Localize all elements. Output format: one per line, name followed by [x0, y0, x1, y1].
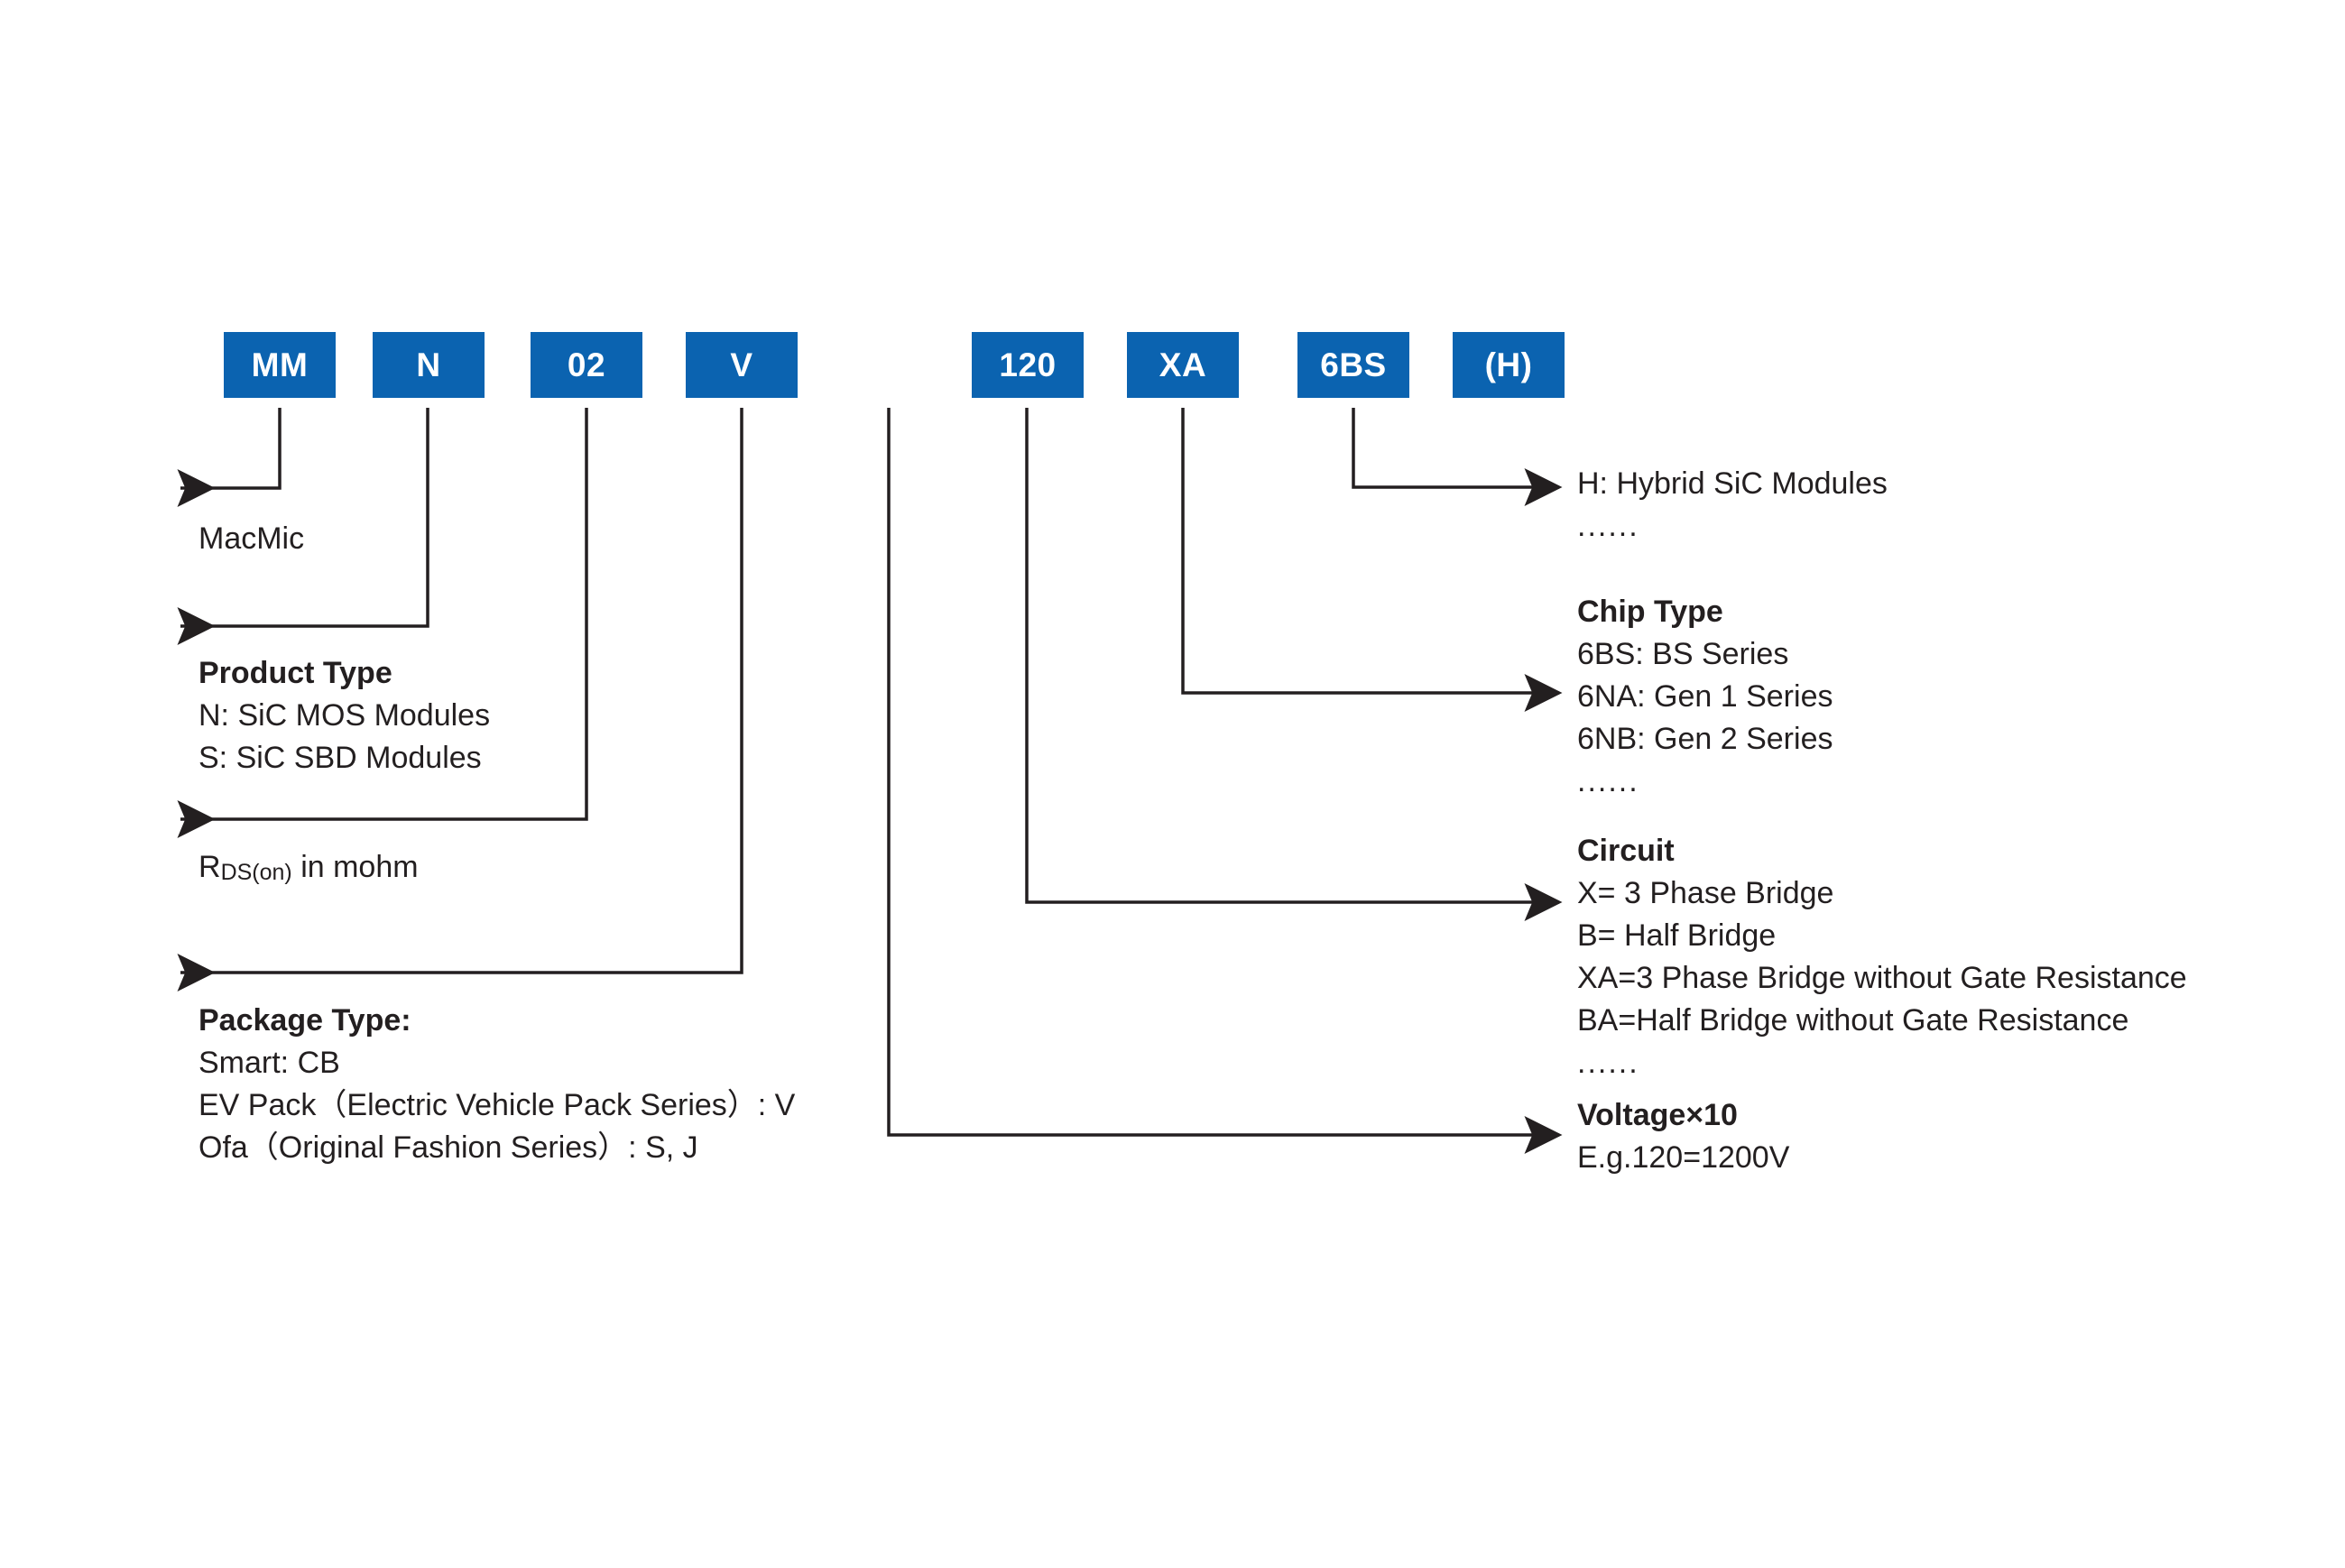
label-hybrid: H: Hybrid SiC Modules ...... [1577, 463, 1888, 548]
label-circuit-line-1: X= 3 Phase Bridge [1577, 876, 1834, 910]
code-box-xa-label: XA [1159, 346, 1207, 383]
connector-120 [887, 408, 1563, 1154]
label-voltage-line: E.g.120=1200V [1577, 1140, 1790, 1175]
label-chip-type: Chip Type 6BS: BS Series 6NA: Gen 1 Seri… [1577, 591, 1833, 803]
label-product-type-heading: Product Type [198, 656, 392, 690]
label-package-type: Package Type: Smart: CB EV Pack（Electric… [198, 1000, 795, 1169]
connector-mm [177, 408, 282, 507]
label-product-type: Product Type N: SiC MOS Modules S: SiC S… [198, 652, 490, 779]
label-voltage: Voltage×10 E.g.120=1200V [1577, 1094, 1789, 1179]
code-box-h[interactable]: (H) [1453, 332, 1565, 398]
label-package-type-heading: Package Type: [198, 1003, 411, 1038]
label-package-type-line-2: EV Pack（Electric Vehicle Pack Series）: V [198, 1088, 796, 1122]
label-hybrid-line: H: Hybrid SiC Modules [1577, 466, 1888, 501]
label-circuit-line-2: B= Half Bridge [1577, 918, 1777, 953]
connector-xa [1025, 408, 1563, 921]
label-chip-type-line-1: 6BS: BS Series [1577, 637, 1789, 671]
connector-n [177, 408, 429, 645]
label-circuit-line-4: BA=Half Bridge without Gate Resistance [1577, 1003, 2129, 1038]
label-circuit-heading: Circuit [1577, 834, 1675, 868]
label-package-type-line-1: Smart: CB [198, 1046, 340, 1080]
code-box-n-label: N [416, 346, 441, 383]
code-box-02-label: 02 [567, 346, 606, 383]
label-rds-on: RDS(on) in mohm [198, 846, 419, 891]
code-box-mm-label: MM [251, 346, 309, 383]
label-product-type-line-1: N: SiC MOS Modules [198, 698, 491, 733]
label-voltage-heading: Voltage×10 [1577, 1098, 1738, 1132]
code-box-mm[interactable]: MM [224, 332, 336, 398]
label-circuit-line-3: XA=3 Phase Bridge without Gate Resistanc… [1577, 961, 2187, 995]
label-chip-type-line-2: 6NA: Gen 1 Series [1577, 679, 1833, 714]
label-brand: MacMic [198, 518, 304, 560]
label-rds-on-prefix: R [198, 850, 221, 884]
connector-6bs [1181, 408, 1563, 712]
label-product-type-line-2: S: SiC SBD Modules [198, 741, 482, 775]
code-box-n[interactable]: N [373, 332, 485, 398]
connector-h [1352, 408, 1563, 506]
label-circuit: Circuit X= 3 Phase Bridge B= Half Bridge… [1577, 830, 2187, 1084]
label-hybrid-ellipsis: ...... [1577, 509, 1639, 543]
code-box-v-label: V [730, 346, 753, 383]
label-chip-type-ellipsis: ...... [1577, 764, 1639, 798]
code-box-02[interactable]: 02 [531, 332, 642, 398]
label-brand-line: MacMic [198, 521, 305, 556]
code-box-xa[interactable]: XA [1127, 332, 1239, 398]
code-box-6bs[interactable]: 6BS [1297, 332, 1409, 398]
label-rds-on-suffix: in mohm [291, 850, 419, 884]
code-box-h-label: (H) [1484, 346, 1533, 383]
label-rds-on-subscript: DS(on) [220, 860, 292, 885]
code-box-6bs-label: 6BS [1320, 346, 1387, 383]
code-box-v[interactable]: V [686, 332, 798, 398]
label-chip-type-heading: Chip Type [1577, 595, 1723, 629]
label-chip-type-line-3: 6NB: Gen 2 Series [1577, 722, 1833, 756]
label-package-type-line-3: Ofa（Original Fashion Series）: S, J [198, 1130, 698, 1165]
label-circuit-ellipsis: ...... [1577, 1046, 1639, 1080]
label-rds-on-line: RDS(on) in mohm [198, 846, 419, 891]
code-box-120-label: 120 [999, 346, 1057, 383]
code-box-120[interactable]: 120 [972, 332, 1084, 398]
